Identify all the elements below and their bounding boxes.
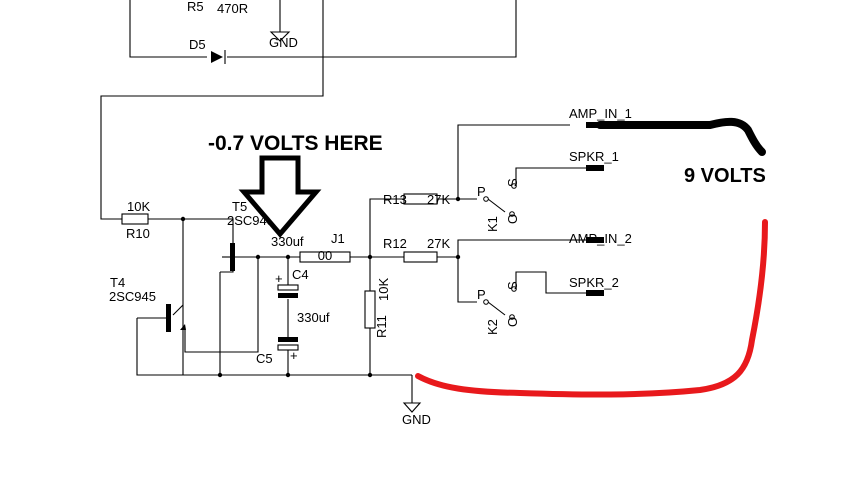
main-wiring [100, 0, 570, 413]
k2-o-label: O [505, 317, 520, 327]
k2-ref-label: K2 [485, 319, 500, 335]
amp-in-1-label: AMP_IN_1 [569, 106, 632, 121]
gnd-bottom-symbol [402, 402, 422, 413]
r12-resistor [403, 251, 438, 263]
r10-value-label: 10K [127, 199, 150, 214]
c5-value-label: 330uf [297, 310, 330, 325]
k1-o-label: O [505, 214, 520, 224]
j1-value-label: 00 [318, 248, 332, 263]
r13-ref-label: R13 [383, 192, 407, 207]
c5-ref-label: C5 [256, 351, 273, 366]
svg-text:+: + [275, 271, 283, 286]
k1-p-label: P [477, 184, 486, 199]
j1-ref-label: J1 [331, 231, 345, 246]
arrow-annotation-label: -0.7 VOLTS HERE [208, 132, 383, 155]
spkr-2-label: SPKR_2 [569, 275, 619, 290]
r11-ref-label: R11 [374, 315, 389, 338]
spkr-1-label: SPKR_1 [569, 149, 619, 164]
voltage-annotation-label: 9 VOLTS [684, 165, 766, 187]
r10-ref-label: R10 [126, 226, 150, 241]
junction-dots [180, 196, 461, 378]
r10-resistor [121, 213, 149, 225]
c5-capacitor: + [277, 337, 299, 363]
r5-ref-label: R5 [187, 0, 204, 14]
down-arrow-icon [238, 155, 322, 238]
r13-resistor [403, 193, 438, 205]
r11-value-label: 10K [376, 278, 391, 301]
net-pads [570, 122, 604, 296]
gnd-top-label: GND [269, 35, 298, 50]
c4-value-label: 330uf [271, 234, 304, 249]
t5-ref-label: T5 [232, 199, 247, 214]
r12-value-label: 27K [427, 236, 450, 251]
r11-resistor [364, 290, 376, 329]
r5-value-label: 470R [217, 1, 248, 16]
k1-ref-label: K1 [485, 216, 500, 232]
t5-transistor [222, 243, 235, 271]
k1-s-label: S [505, 178, 520, 187]
svg-text:+: + [290, 348, 298, 363]
d5-diode [211, 50, 226, 64]
black-marker-stroke [596, 117, 766, 156]
r13-value-label: 27K [427, 192, 450, 207]
t4-part-label: 2SC945 [109, 289, 156, 304]
r12-ref-label: R12 [383, 236, 407, 251]
red-marker-stroke [415, 219, 768, 398]
c4-ref-label: C4 [292, 267, 309, 282]
gnd-top-symbol [269, 31, 291, 42]
j1-jumper: 00 [299, 248, 351, 263]
t4-ref-label: T4 [110, 275, 125, 290]
relay-k1: P S O K1 [477, 167, 586, 232]
amp-in-2-label: AMP_IN_2 [569, 231, 632, 246]
gnd-bottom-label: GND [402, 412, 431, 427]
t4-transistor [166, 304, 186, 332]
d5-ref-label: D5 [189, 37, 206, 52]
c4-capacitor: + [275, 271, 299, 298]
relay-k2: P S O K2 [477, 271, 586, 335]
k2-p-label: P [477, 287, 486, 302]
k2-s-label: S [505, 281, 520, 290]
